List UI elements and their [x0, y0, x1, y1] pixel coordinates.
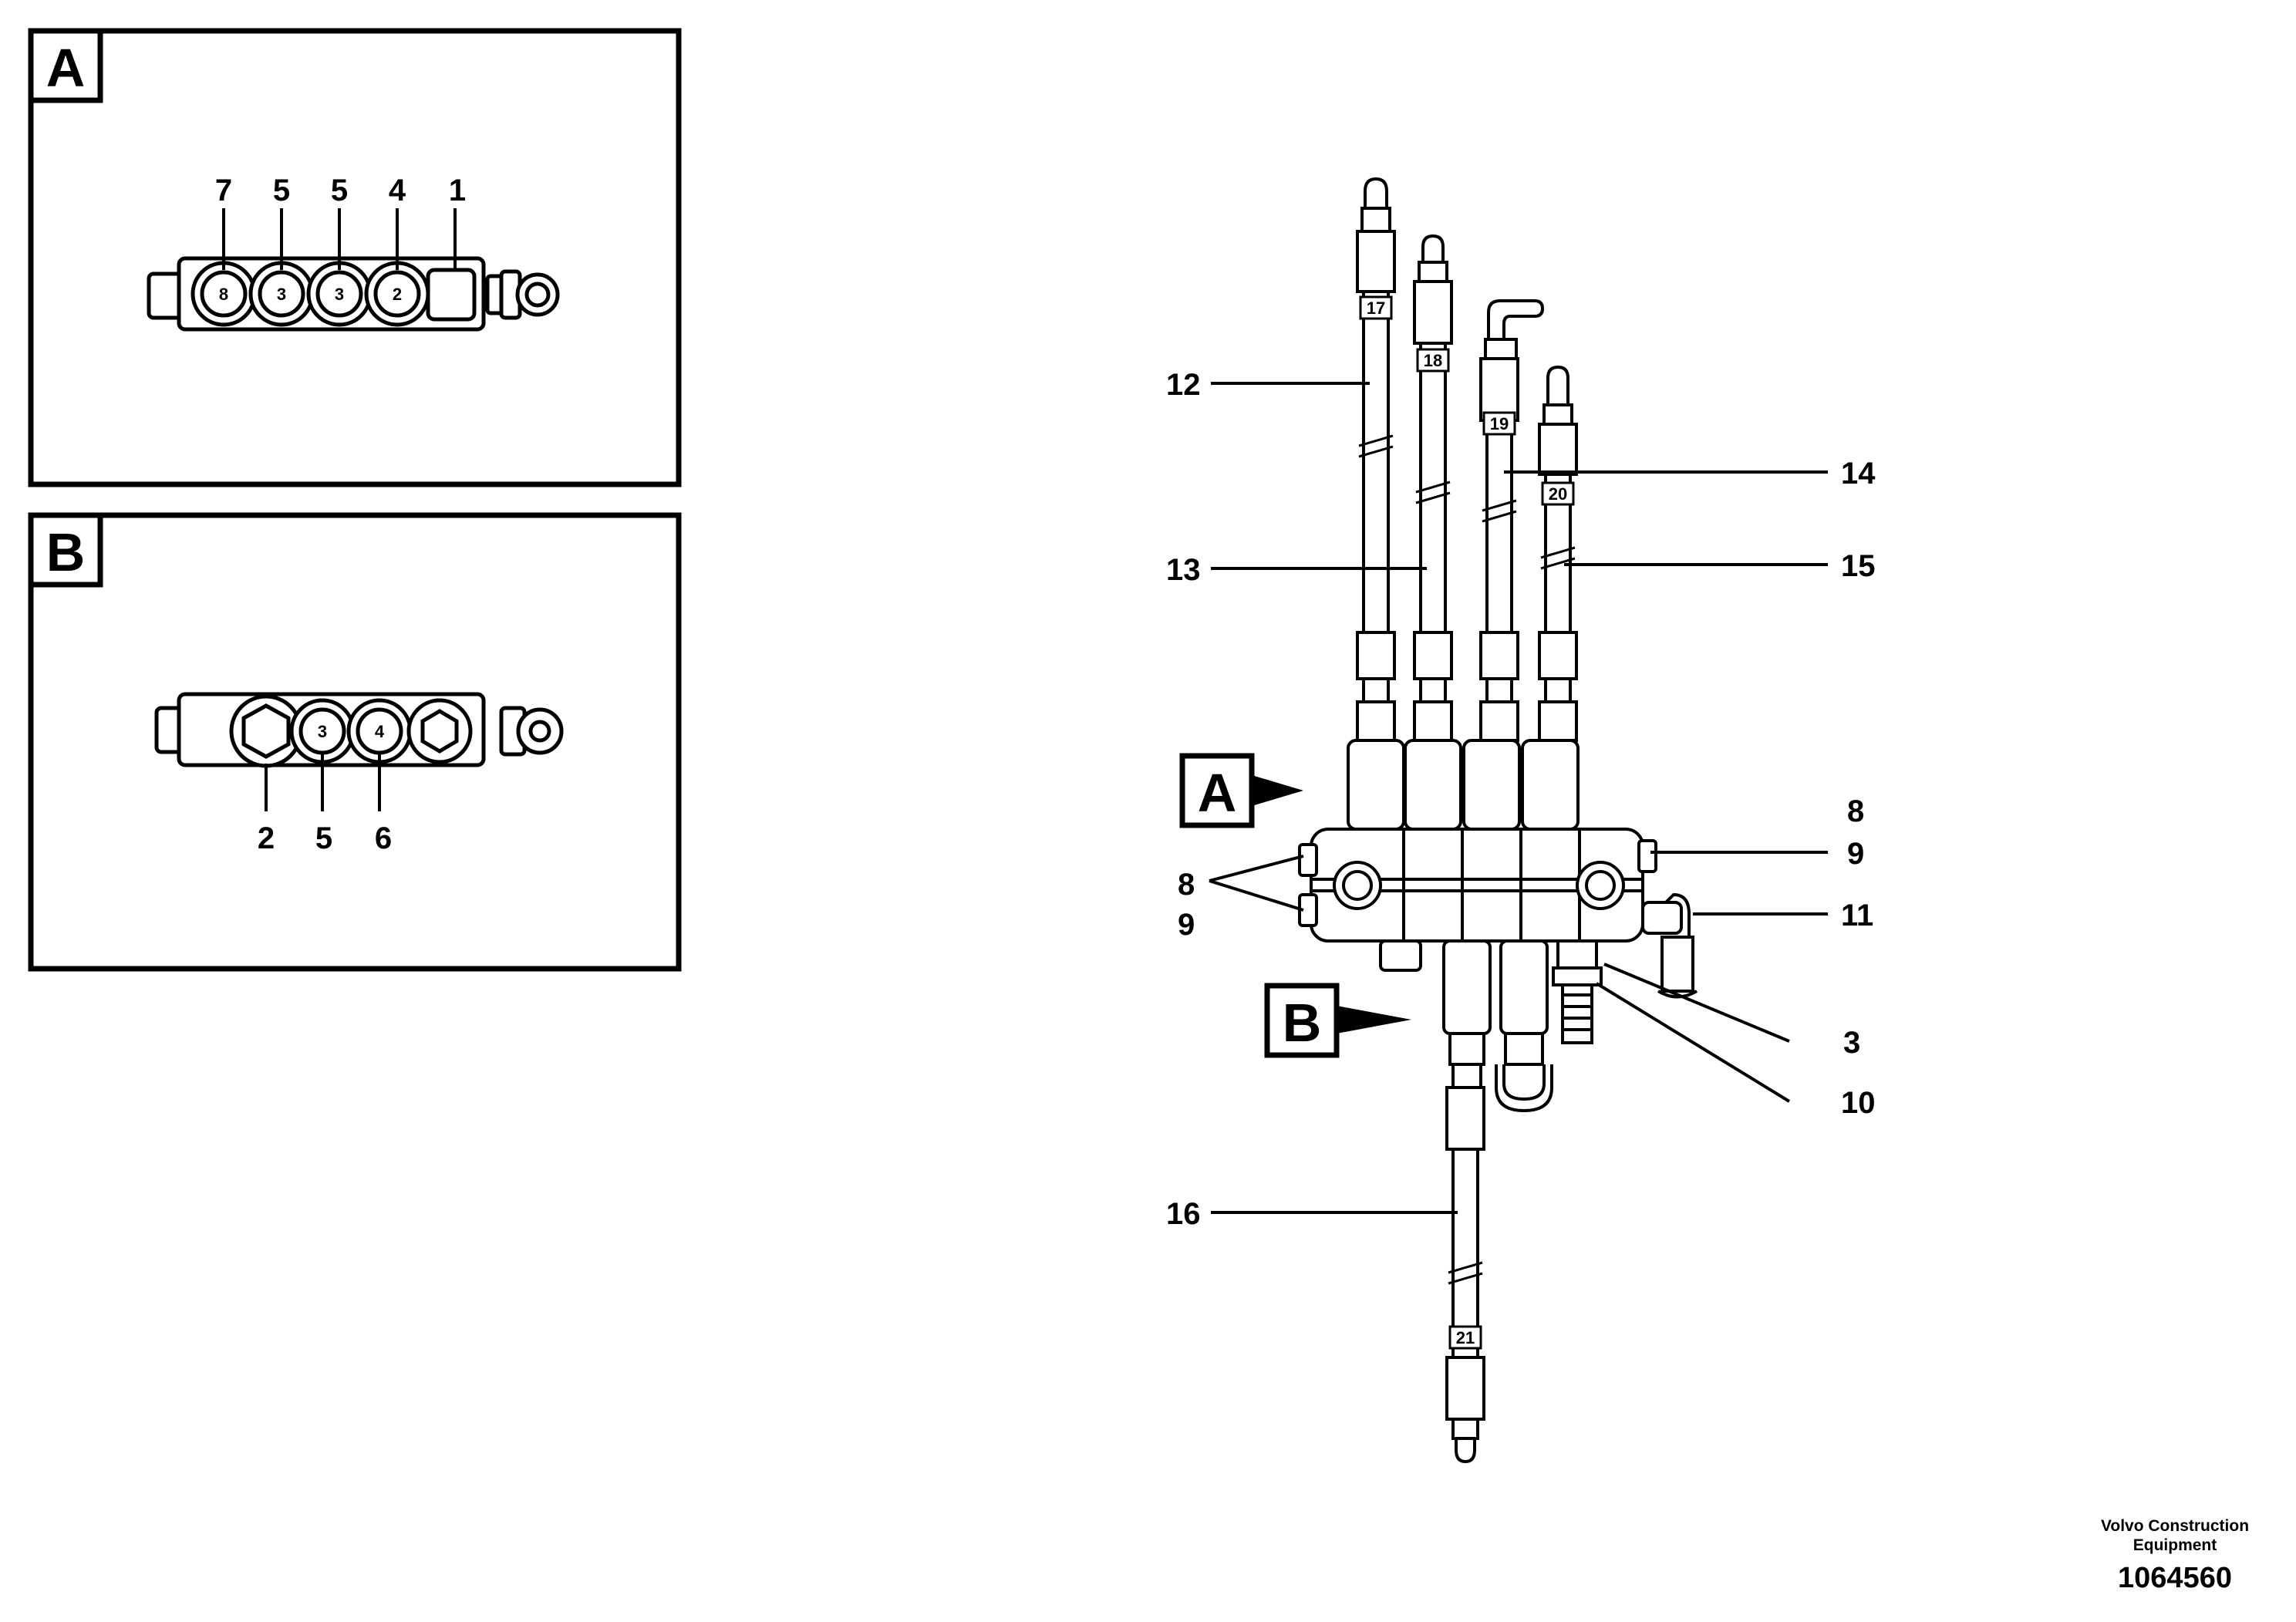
callout-15: 15 — [1841, 549, 1876, 583]
footer-credit: Volvo Construction Equipment 1064560 — [2101, 1517, 2249, 1594]
callout-9-right: 9 — [1847, 837, 1864, 871]
hose-tag-18: 18 — [1424, 351, 1442, 370]
callout-13: 13 — [1166, 553, 1201, 587]
callout-11: 11 — [1841, 899, 1873, 932]
detail-a-port-3b: 3 — [335, 285, 344, 304]
lower-cartridges — [1442, 939, 1553, 1113]
callout-9-left: 9 — [1178, 908, 1195, 942]
part-number: 1064560 — [2118, 1562, 2232, 1594]
callout-8-left: 8 — [1178, 868, 1195, 902]
callout-3: 3 — [1843, 1026, 1860, 1060]
hose-18 — [1413, 234, 1453, 703]
detail-b-callout-6: 6 — [375, 821, 392, 855]
callout-8-right: 8 — [1847, 794, 1864, 828]
manifold-block — [1298, 828, 1657, 972]
main-leader-lines — [1209, 382, 1828, 1214]
elbow-fitting-11 — [1641, 892, 1698, 999]
hose-tags: 17 18 19 20 21 — [1359, 295, 1575, 1350]
hose-19 — [1479, 299, 1545, 703]
detail-b-leader-lines — [265, 753, 381, 811]
main-assembly — [1298, 177, 1698, 1464]
detail-a-callout-5a: 5 — [273, 174, 290, 207]
fittings-3-10 — [1552, 939, 1603, 1044]
detail-a-leader-lines — [222, 208, 457, 270]
company-line-1: Volvo Construction — [2101, 1517, 2249, 1535]
hose-17 — [1356, 177, 1396, 703]
detail-a-panel: A 8 3 3 2 7 — [28, 28, 682, 487]
detail-a-callout-4: 4 — [389, 174, 406, 207]
svg-text:A: A — [1198, 763, 1237, 823]
detail-a-valve-block — [147, 256, 560, 332]
upper-cartridges — [1347, 700, 1580, 831]
callout-14: 14 — [1841, 457, 1876, 491]
detail-a-port-3a: 3 — [277, 285, 286, 304]
detail-b-port-3: 3 — [318, 722, 327, 741]
svg-text:B: B — [1283, 993, 1322, 1053]
hose-16 — [1445, 1063, 1485, 1464]
detail-a-port-2: 2 — [393, 285, 402, 304]
hose-20 — [1538, 365, 1578, 703]
detail-b-callout-5: 5 — [315, 821, 332, 855]
callout-10: 10 — [1841, 1086, 1876, 1120]
hose-tag-19: 19 — [1490, 414, 1509, 433]
detail-a-letter: A — [46, 38, 86, 98]
detail-a-callout-5b: 5 — [331, 174, 348, 207]
detail-b-letter: B — [46, 522, 86, 582]
hose-tag-20: 20 — [1549, 484, 1567, 504]
detail-b-valve-block — [154, 692, 564, 768]
detail-b-panel: B 3 4 2 5 6 — [28, 512, 682, 972]
view-pointer-a: A — [1179, 753, 1303, 828]
callout-16: 16 — [1166, 1197, 1201, 1231]
detail-b-port-4: 4 — [375, 722, 385, 741]
detail-b-callout-2: 2 — [258, 821, 275, 855]
callout-12: 12 — [1166, 368, 1201, 402]
view-pointer-b: B — [1264, 983, 1411, 1058]
hose-tag-21: 21 — [1456, 1328, 1475, 1347]
detail-a-port-8: 8 — [219, 285, 228, 304]
hose-tag-17: 17 — [1367, 298, 1385, 318]
detail-a-callout-1: 1 — [449, 174, 466, 207]
company-line-2: Equipment — [2133, 1536, 2217, 1554]
detail-a-callout-7: 7 — [215, 174, 232, 207]
